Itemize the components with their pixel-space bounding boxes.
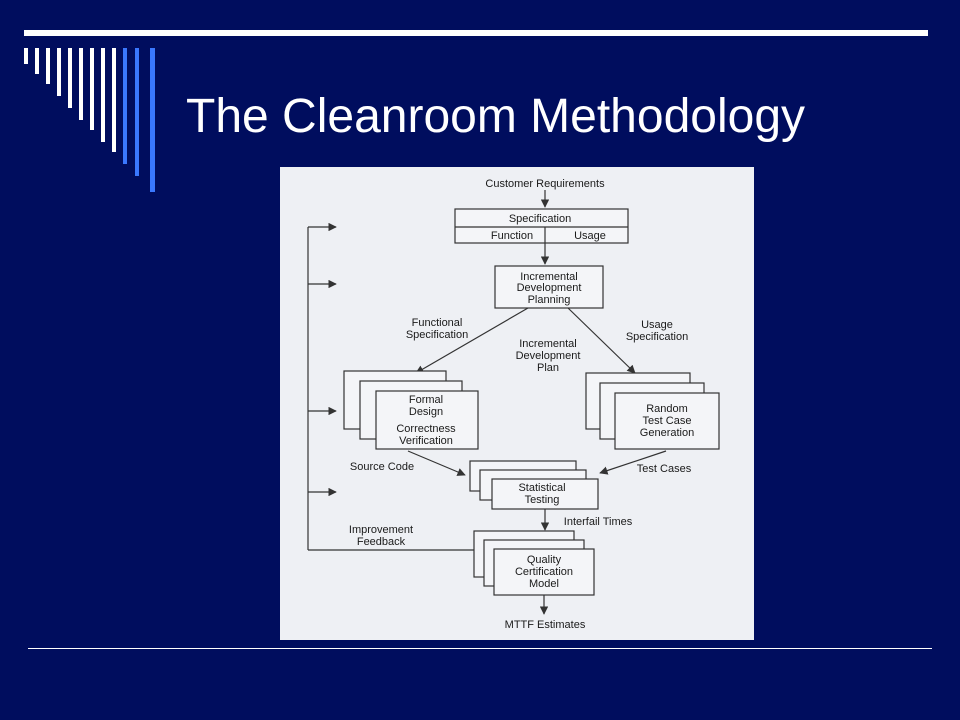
label-test-cases: Test Cases (637, 463, 692, 475)
label-mttf-estimates: MTTF Estimates (505, 619, 586, 631)
label-statistical-testing-1: Statistical (518, 482, 565, 494)
bar-12 (150, 48, 155, 192)
slide-title: The Cleanroom Methodology (186, 90, 806, 143)
bar-11 (135, 48, 139, 176)
label-correctness-2: Verification (399, 435, 453, 447)
label-random-test-2: Test Case (643, 415, 692, 427)
label-quality-cert-2: Certification (515, 566, 573, 578)
label-statistical-testing-2: Testing (525, 494, 560, 506)
bar-4 (57, 48, 61, 96)
bottom-rule (28, 648, 932, 649)
bar-8 (101, 48, 105, 142)
label-random-test-1: Random (646, 403, 688, 415)
bar-10 (123, 48, 127, 164)
label-usage: Usage (574, 230, 606, 242)
bar-2 (35, 48, 39, 74)
label-formal-design-1: Formal (409, 394, 443, 406)
bar-9 (112, 48, 116, 152)
bar-6 (79, 48, 83, 120)
label-interfail-times: Interfail Times (564, 516, 633, 528)
label-planning-3: Planning (528, 294, 571, 306)
top-rule (24, 30, 928, 36)
cleanroom-diagram: Customer Requirements Specification Func… (280, 167, 754, 640)
bar-5 (68, 48, 72, 108)
label-source-code: Source Code (350, 461, 414, 473)
label-plan-1: Incremental (519, 338, 576, 350)
label-correctness-1: Correctness (396, 423, 456, 435)
label-improvement-feedback-2: Feedback (357, 536, 406, 548)
label-usage-spec-2: Specification (626, 331, 688, 343)
label-random-test-3: Generation (640, 427, 694, 439)
bar-7 (90, 48, 94, 130)
label-quality-cert-1: Quality (527, 554, 562, 566)
bar-3 (46, 48, 50, 84)
bar-1 (24, 48, 28, 64)
label-customer-requirements: Customer Requirements (485, 178, 605, 190)
label-plan-2: Development (516, 350, 581, 362)
label-improvement-feedback-1: Improvement (349, 524, 413, 536)
decorative-bars (24, 48, 155, 192)
label-functional-spec-1: Functional (412, 317, 463, 329)
label-specification: Specification (509, 213, 571, 225)
label-planning-2: Development (517, 282, 582, 294)
label-planning-1: Incremental (520, 271, 577, 283)
label-functional-spec-2: Specification (406, 329, 468, 341)
label-function: Function (491, 230, 533, 242)
label-formal-design-2: Design (409, 406, 443, 418)
label-quality-cert-3: Model (529, 578, 559, 590)
label-usage-spec-1: Usage (641, 319, 673, 331)
label-plan-3: Plan (537, 362, 559, 374)
